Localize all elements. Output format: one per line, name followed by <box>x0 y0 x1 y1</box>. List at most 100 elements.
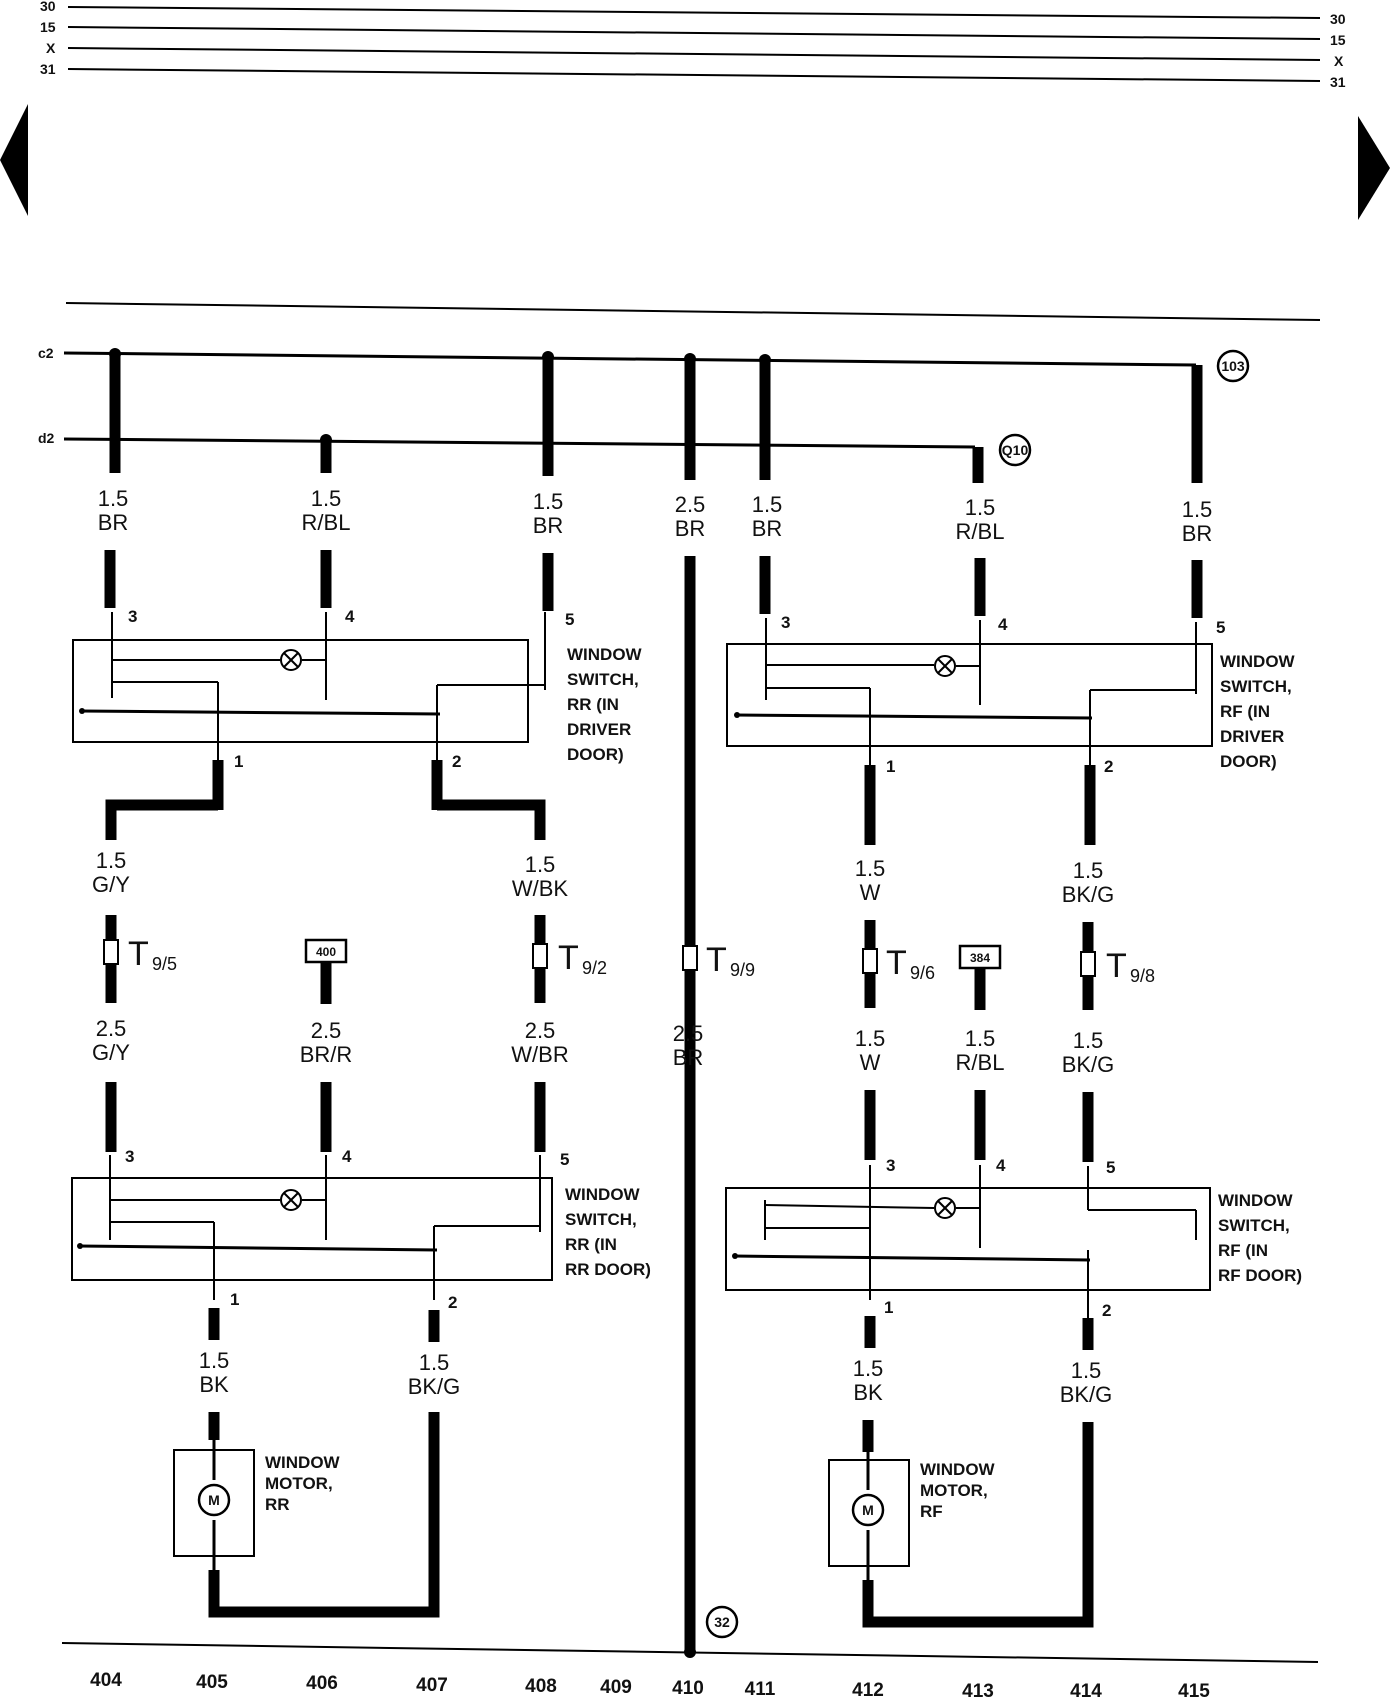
svg-text:Q10: Q10 <box>1002 442 1029 458</box>
svg-text:407: 407 <box>416 1675 448 1696</box>
svg-text:405: 405 <box>196 1672 228 1693</box>
wire-color: BR <box>1182 521 1213 546</box>
svg-text:W/BR: W/BR <box>511 1042 568 1067</box>
window-switch-rr-door: 3 4 5 1 2 WINDOW SWITCH, RR (IN RR DOOR) <box>71 1147 651 1342</box>
svg-text:WINDOW: WINDOW <box>1218 1191 1294 1210</box>
connector-t9-9: T 9/9 <box>682 941 755 980</box>
wire-labels-row4: 1.5 BK 1.5 BK/G 1.5 BK 1.5 BK/G <box>199 1348 1113 1407</box>
svg-text:RF DOOR): RF DOOR) <box>1218 1266 1302 1285</box>
svg-text:1: 1 <box>886 757 895 776</box>
svg-text:1.5: 1.5 <box>525 852 556 877</box>
lower-feed-wires <box>105 1082 1094 1162</box>
svg-text:1.5: 1.5 <box>199 1348 230 1373</box>
svg-text:RF: RF <box>920 1502 943 1521</box>
ref-circle-32: 32 <box>705 1605 739 1639</box>
bus-label-right-31: 31 <box>1330 74 1346 90</box>
wire-labels-row3: 2.5 G/Y 2.5 BR/R 2.5 W/BR 2.5 BR 1.5 W 1… <box>92 1016 1114 1077</box>
svg-text:2: 2 <box>448 1293 457 1312</box>
bus-label-left-x: X <box>46 40 56 56</box>
bus-line-15 <box>67 26 1321 40</box>
power-bus: 30 15 X 31 30 15 X 31 <box>40 0 1346 90</box>
reference-box-400: 400 <box>304 938 348 964</box>
connector-t9-2: T 9/2 <box>532 939 607 978</box>
svg-text:1.5: 1.5 <box>965 1026 996 1051</box>
svg-text:1: 1 <box>884 1298 893 1317</box>
svg-text:M: M <box>862 1502 874 1518</box>
svg-text:103: 103 <box>1221 358 1245 374</box>
svg-text:SWITCH,: SWITCH, <box>1220 677 1292 696</box>
svg-text:RR DOOR): RR DOOR) <box>565 1260 651 1279</box>
wire-color: BR <box>675 516 706 541</box>
svg-text:RR: RR <box>265 1495 290 1514</box>
svg-text:DOOR): DOOR) <box>1220 752 1277 771</box>
internal-bus: c2 d2 103 Q10 <box>38 345 1250 467</box>
svg-text:BK/G: BK/G <box>1062 882 1115 907</box>
bus-label-left-30: 30 <box>40 0 56 14</box>
svg-text:G/Y: G/Y <box>92 1040 130 1065</box>
svg-text:400: 400 <box>316 945 336 959</box>
svg-text:T: T <box>128 935 149 973</box>
svg-text:1.5: 1.5 <box>855 856 886 881</box>
svg-text:SWITCH,: SWITCH, <box>567 670 639 689</box>
bus-line-d2 <box>63 437 976 449</box>
svg-text:BK: BK <box>853 1380 883 1405</box>
svg-text:384: 384 <box>970 951 990 965</box>
svg-text:409: 409 <box>600 1677 632 1698</box>
window-switch-rf-driver: 3 4 5 1 2 WINDOW SWITCH, RF (IN DRIVER D… <box>726 613 1296 845</box>
svg-text:DRIVER: DRIVER <box>1220 727 1284 746</box>
bus-line-30 <box>67 6 1321 19</box>
svg-text:T: T <box>886 944 907 982</box>
wire-size: 1.5 <box>1182 497 1213 522</box>
motor-icon <box>851 1493 885 1527</box>
svg-text:9/5: 9/5 <box>152 954 177 974</box>
svg-text:411: 411 <box>745 1679 776 1698</box>
svg-text:RR (IN: RR (IN <box>565 1235 617 1254</box>
svg-text:410: 410 <box>672 1678 704 1698</box>
svg-text:9/9: 9/9 <box>730 960 755 980</box>
svg-text:3: 3 <box>128 607 137 626</box>
next-page-arrow-icon[interactable] <box>1358 116 1390 220</box>
svg-text:RR (IN: RR (IN <box>567 695 619 714</box>
wire-size: 1.5 <box>98 486 129 511</box>
svg-text:BK/G: BK/G <box>1062 1052 1115 1077</box>
svg-text:5: 5 <box>560 1150 569 1169</box>
svg-text:RF (IN: RF (IN <box>1218 1241 1268 1260</box>
svg-text:DRIVER: DRIVER <box>567 720 631 739</box>
previous-page-arrow-icon[interactable] <box>0 104 28 216</box>
bus-label-left-31: 31 <box>40 61 56 77</box>
svg-text:408: 408 <box>525 1676 557 1697</box>
wire-color: BR <box>533 513 564 538</box>
svg-text:BK: BK <box>199 1372 229 1397</box>
svg-text:3: 3 <box>125 1147 134 1166</box>
svg-text:MOTOR,: MOTOR, <box>920 1481 988 1500</box>
wire-color: R/BL <box>302 510 351 535</box>
svg-text:1.5: 1.5 <box>855 1026 886 1051</box>
bus-label-right-30: 30 <box>1330 11 1346 27</box>
svg-text:WINDOW: WINDOW <box>565 1185 641 1204</box>
svg-text:2.5: 2.5 <box>311 1018 342 1043</box>
svg-text:406: 406 <box>306 1673 338 1694</box>
reference-box-384: 384 <box>958 944 1002 970</box>
svg-text:2.5: 2.5 <box>96 1016 127 1041</box>
svg-text:5: 5 <box>1216 618 1225 637</box>
window-motor-rf: M WINDOW MOTOR, RF <box>828 1420 1094 1628</box>
svg-text:412: 412 <box>852 1680 884 1698</box>
upper-wires <box>104 354 1203 1650</box>
svg-text:32: 32 <box>714 1614 730 1630</box>
bus-label-d2: d2 <box>38 430 55 446</box>
window-switch-rr-driver: 3 4 5 1 2 WINDOW SWITCH, RR (IN DRIVER D… <box>72 607 643 810</box>
svg-text:T: T <box>706 941 727 979</box>
svg-text:9/6: 9/6 <box>910 963 935 983</box>
svg-text:4: 4 <box>345 607 355 626</box>
svg-text:WINDOW: WINDOW <box>265 1453 341 1472</box>
wire-labels-row1: 1.5 BR 1.5 R/BL 1.5 BR 2.5 BR 1.5 BR 1.5… <box>98 486 1213 546</box>
ref-circle-103: 103 <box>1216 349 1250 383</box>
wire-color: BR <box>98 510 129 535</box>
svg-text:4: 4 <box>996 1156 1006 1175</box>
svg-text:WINDOW: WINDOW <box>920 1460 996 1479</box>
svg-text:W: W <box>860 1050 881 1075</box>
svg-text:1.5: 1.5 <box>1071 1358 1102 1383</box>
svg-text:2: 2 <box>1104 757 1113 776</box>
svg-text:BR: BR <box>673 1045 704 1070</box>
svg-text:WINDOW: WINDOW <box>567 645 643 664</box>
